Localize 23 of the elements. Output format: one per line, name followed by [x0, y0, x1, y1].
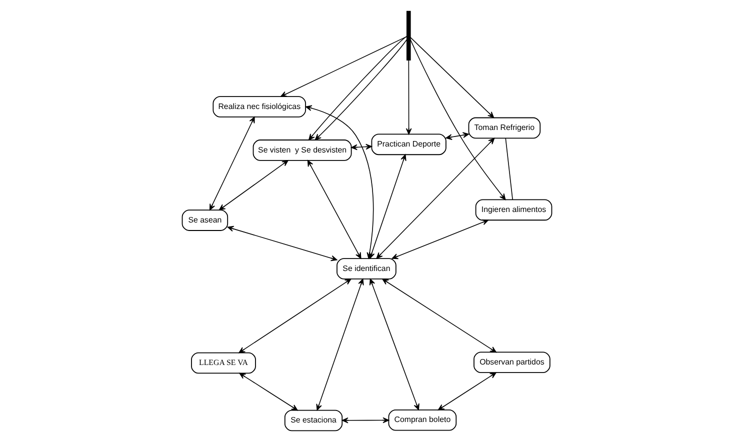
arrow	[316, 278, 364, 410]
arrow	[392, 219, 489, 259]
arrow	[350, 143, 372, 150]
arrow	[238, 278, 352, 353]
arrow	[446, 132, 470, 140]
node-box: LLEGA SE VA	[191, 352, 256, 374]
arrow	[218, 160, 288, 210]
arrow	[369, 278, 420, 410]
arrow	[342, 416, 390, 423]
arrow	[410, 36, 494, 118]
arrow	[382, 278, 496, 352]
arrow	[209, 116, 255, 210]
arrow	[438, 372, 496, 410]
arrow	[280, 36, 408, 96]
arrow	[376, 137, 495, 258]
arrow	[406, 59, 412, 134]
arrow	[410, 38, 506, 200]
node-bar	[406, 10, 411, 60]
arrow	[227, 225, 338, 261]
arrow	[307, 160, 362, 258]
arrow	[239, 372, 298, 410]
arrow	[369, 154, 406, 258]
connector	[505, 137, 513, 200]
